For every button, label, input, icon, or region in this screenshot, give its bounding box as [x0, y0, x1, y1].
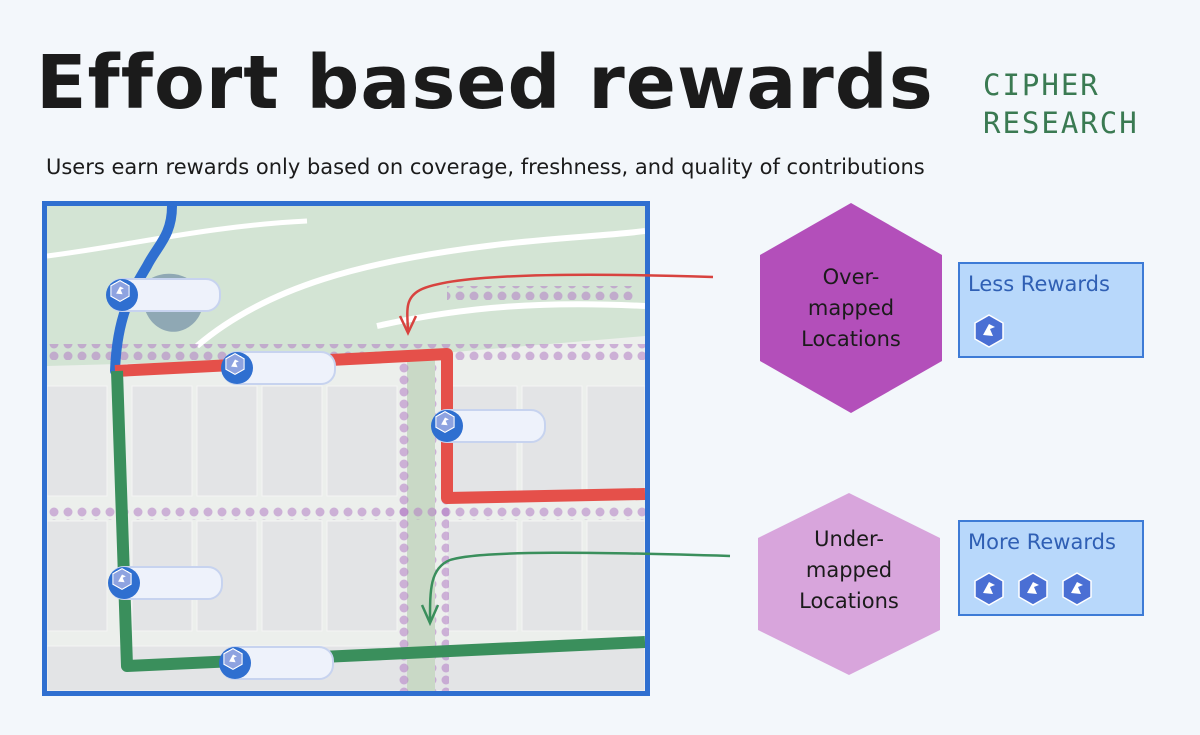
reward-token-icon	[972, 572, 1006, 606]
city-blocks	[47, 385, 645, 691]
reward-token-icon	[110, 280, 163, 306]
vehicle-badge[interactable]	[106, 278, 221, 312]
under-label-line-3: Locations	[799, 589, 899, 613]
less-rewards-box: Less Rewards	[958, 262, 1144, 358]
over-mapped-hexagon	[760, 203, 942, 413]
reward-token-icon	[435, 411, 513, 437]
page-title: Effort based rewards	[36, 40, 934, 126]
vehicle-badge[interactable]	[219, 646, 334, 680]
reward-token-icon	[110, 280, 188, 306]
under-label-line-2: mapped	[805, 558, 893, 582]
less-rewards-label: Less Rewards	[968, 272, 1110, 296]
coverage-band	[447, 286, 637, 300]
vehicle-badge[interactable]	[108, 566, 223, 600]
page-subtitle: Users earn rewards only based on coverag…	[46, 155, 925, 179]
reward-token-icon	[223, 648, 326, 674]
reward-token-icon	[110, 280, 213, 306]
reward-token-icon	[225, 353, 278, 379]
vehicle-badge[interactable]	[221, 351, 336, 385]
reward-token-icon	[225, 353, 328, 379]
median-strip	[407, 356, 435, 691]
more-rewards-box: More Rewards	[958, 520, 1144, 616]
map-panel[interactable]	[42, 201, 650, 696]
reward-token-icon	[223, 648, 301, 674]
reward-token-icon	[1016, 572, 1050, 606]
coverage-band	[47, 344, 645, 360]
under-mapped-label: Under- mapped Locations	[758, 524, 940, 617]
vehicle-badge[interactable]	[431, 409, 546, 443]
blue-route	[110, 206, 177, 376]
brand-logo: CIPHER RESEARCH	[983, 66, 1139, 142]
reward-token-icon	[225, 353, 303, 379]
reward-token-icon	[435, 411, 538, 437]
under-mapped-route	[111, 370, 645, 672]
over-label-line-3: Locations	[801, 327, 901, 351]
under-label-line-1: Under-	[814, 527, 884, 551]
park-road	[195, 228, 645, 349]
under-mapped-hexagon	[758, 493, 940, 675]
reward-token-icon	[1060, 572, 1094, 606]
reward-token-icon	[112, 568, 215, 594]
over-mapped-label: Over- mapped Locations	[760, 262, 942, 355]
map-canvas	[47, 206, 645, 691]
more-rewards-label: More Rewards	[968, 530, 1116, 554]
reward-token-icon	[112, 568, 190, 594]
reward-token-icon	[972, 314, 1006, 348]
coverage-band	[397, 356, 411, 691]
over-label-line-1: Over-	[822, 265, 880, 289]
reward-token-icon	[435, 411, 488, 437]
coverage-band	[47, 506, 645, 520]
reward-token-icon	[223, 648, 276, 674]
brand-line-2: RESEARCH	[983, 106, 1139, 140]
over-label-line-2: mapped	[807, 296, 895, 320]
reward-token-icon	[112, 568, 165, 594]
brand-line-1: CIPHER	[983, 68, 1100, 102]
